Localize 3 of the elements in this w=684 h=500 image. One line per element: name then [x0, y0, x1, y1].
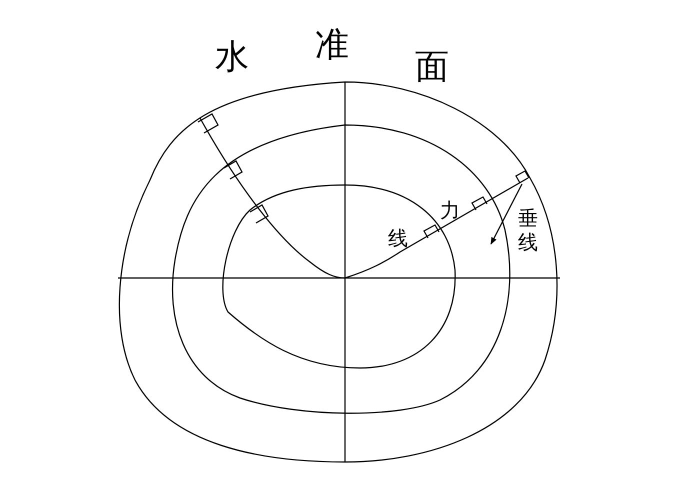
line-label: 力线 — [388, 200, 460, 248]
line-label: 垂线 — [518, 208, 538, 252]
surface-label: 水准面 — [215, 28, 449, 84]
